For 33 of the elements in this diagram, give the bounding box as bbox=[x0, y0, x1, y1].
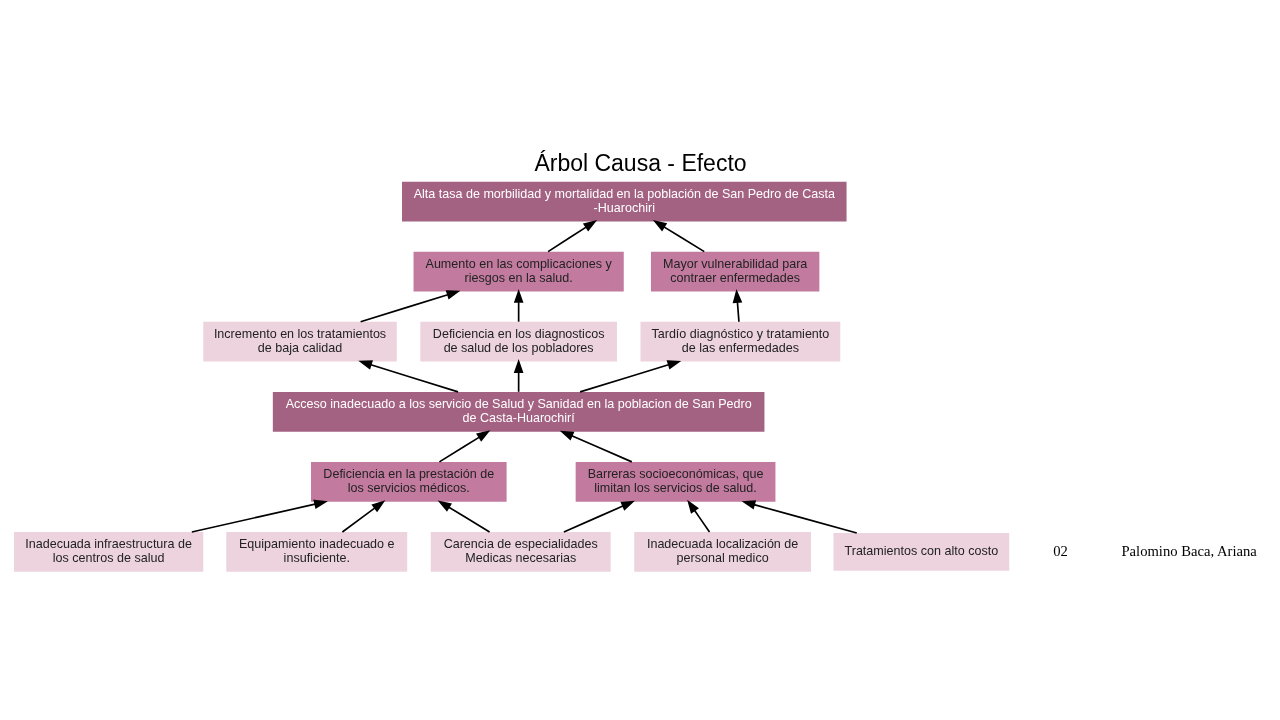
node-box: Inadecuada infraestructura de los centros de salud bbox=[13, 532, 203, 572]
arrow bbox=[741, 500, 858, 534]
arrow bbox=[190, 499, 328, 533]
diagram-title: Árbol Causa - Efecto bbox=[533, 149, 747, 176]
arrow bbox=[513, 288, 523, 323]
label: Palomino Baca, Ariana bbox=[1121, 542, 1257, 559]
arrow bbox=[513, 359, 523, 393]
arrow bbox=[732, 289, 742, 323]
node-box: Deficiencia en los diagnosticos de salud de los pobladores bbox=[419, 321, 617, 362]
arrow bbox=[341, 500, 385, 533]
node-box: Incremento en los tratamientos de baja calidad bbox=[202, 321, 397, 362]
arrow bbox=[357, 360, 459, 393]
node-box: Alta tasa de morbilidad y mortalidad en la población de San Pedro de Casta -Huarochiri bbox=[401, 181, 847, 222]
node-box: Mayor vulnerabilidad para contraer enfermedades bbox=[650, 251, 819, 292]
node-box: Tardío diagnóstico y tratamiento de las enfermedades bbox=[640, 321, 840, 362]
arrow bbox=[686, 499, 710, 533]
arrow bbox=[438, 430, 490, 463]
node-box: Equipamiento inadecuado e insuficiente. bbox=[225, 532, 407, 572]
label: 02 bbox=[1052, 542, 1068, 559]
arrow bbox=[559, 430, 633, 463]
arrow bbox=[359, 290, 460, 323]
arrow bbox=[437, 500, 490, 533]
node-box: Aumento en las complicaciones y riesgos en la salud. bbox=[413, 251, 624, 292]
arrow bbox=[562, 500, 635, 533]
node-box: Acceso inadecuado a los servicio de Salud y Sanidad en la poblacion de San Pedro de Casta-Huarochirí bbox=[272, 391, 764, 432]
arrow bbox=[652, 220, 705, 253]
node-box: Deficiencia en la prestación de los servicios médicos. bbox=[310, 462, 507, 502]
arrow bbox=[546, 220, 597, 253]
node-box: Carencia de especialidades Medicas necesarias bbox=[430, 532, 611, 572]
arrow bbox=[578, 360, 681, 393]
node-box: Inadecuada localización de personal medico bbox=[633, 532, 811, 572]
node-box: Barreras socioeconómicas, que limitan los servicios de salud. bbox=[575, 462, 775, 502]
node-box: Tratamientos con alto costo bbox=[833, 533, 1009, 571]
